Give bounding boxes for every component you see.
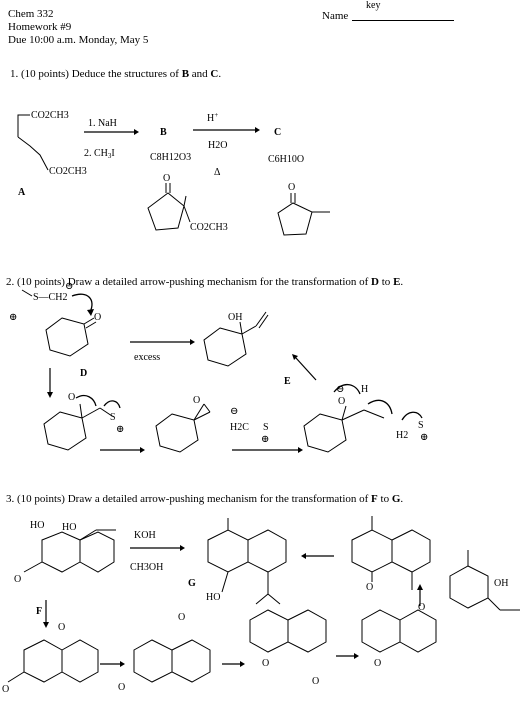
q2-scheme: S—CH2 ⊕ ⊖ O excess OH D O S ⊕ <box>9 281 428 453</box>
b-ester-label: CO2CH3 <box>190 222 228 233</box>
compound-a-structure: CO2CH3 CO2CH3 A <box>17 110 87 198</box>
ylide-label: S—CH2 <box>33 292 67 303</box>
beta-h: H <box>361 384 368 395</box>
name-field-line[interactable] <box>352 20 454 21</box>
q1-prompt: 1. (10 points) Deduce the structures of … <box>10 68 222 80</box>
c-ketone-o: O <box>288 182 295 193</box>
formula-c: C6H10O <box>268 154 304 165</box>
int-ketone-o-1: O <box>366 582 373 593</box>
ylide-h2c: H2C <box>230 422 249 433</box>
label-e: E <box>284 376 291 387</box>
bottom-ketone-o-1: O <box>2 684 9 695</box>
ch2-label: H2 <box>396 430 408 441</box>
reagent-koh: KOH <box>134 530 156 541</box>
reagent-ch3i: 2. CH3I <box>84 148 115 160</box>
key-annotation: key <box>366 0 381 11</box>
sulfonium-plus-1: ⊕ <box>116 424 124 435</box>
label-c: C <box>274 127 281 138</box>
sulfonium-s-3: S <box>418 420 424 431</box>
reagent-acid: H+ <box>207 111 218 124</box>
bottom-ketone-o-3: O <box>262 658 269 669</box>
ylide-plus-2: ⊕ <box>261 434 269 445</box>
label-f: F <box>36 606 42 617</box>
b-ketone-o: O <box>163 173 170 184</box>
bottom-o-4: O <box>418 602 425 613</box>
bottom-ketone-o-2: O <box>118 682 125 693</box>
bottom-o-1: O <box>58 622 65 633</box>
g-oh-label: HO <box>206 592 220 603</box>
course-title: Chem 332 <box>8 8 54 20</box>
hydroxide-label: HO <box>30 520 44 531</box>
int-oh-label: OH <box>494 578 508 589</box>
q2-prompt: 2. (10 points) Draw a detailed arrow-pus… <box>6 276 404 288</box>
ester-top-label: CO2CH3 <box>31 110 69 121</box>
name-label: Name <box>322 10 349 22</box>
alkoxide-o-2: O <box>338 396 345 407</box>
e-oh-label: OH <box>228 312 242 323</box>
alkoxide-minus-2: ⊖ <box>336 384 344 395</box>
formula-b: C8H12O3 <box>150 152 191 163</box>
ylide-s-plus: ⊕ <box>9 312 17 323</box>
reagent-nah: 1. NaH <box>88 118 117 129</box>
label-a: A <box>18 187 26 198</box>
d-ketone-o: O <box>94 312 101 323</box>
heat-symbol: Δ <box>214 167 221 178</box>
epoxide-o: O <box>193 395 200 406</box>
q3-prompt: 3. (10 points) Draw a detailed arrow-pus… <box>6 493 404 505</box>
bottom-o-3: O <box>312 676 319 687</box>
label-g: G <box>188 578 196 589</box>
reagent-water: H2O <box>208 140 227 151</box>
alkoxide-o-1: O <box>68 392 75 403</box>
ylide-c-minus: ⊖ <box>65 281 73 292</box>
sulfonium-plus-3: ⊕ <box>420 432 428 443</box>
q3-scheme: HO HO O KOH CH3OH G HO O <box>2 516 520 695</box>
label-d: D <box>80 368 87 379</box>
sulfonium-s-1: S <box>110 412 116 423</box>
excess-label: excess <box>134 352 160 363</box>
ylide-minus-2: ⊖ <box>230 406 238 417</box>
ylide-s-2: S <box>263 422 269 433</box>
bottom-o-2: O <box>178 612 185 623</box>
structure-c-answer: O <box>277 182 330 236</box>
homework-title: Homework #9 <box>8 21 72 33</box>
reagent-methanol: CH3OH <box>130 562 163 573</box>
ester-bottom-label: CO2CH3 <box>49 166 87 177</box>
structure-b-answer: O CO2CH3 <box>147 173 228 233</box>
f-oh-label: HO <box>62 522 76 533</box>
bottom-ketone-o-4: O <box>374 658 381 669</box>
label-b: B <box>160 127 167 138</box>
due-date: Due 10:00 a.m. Monday, May 5 <box>8 34 149 46</box>
f-ketone-o: O <box>14 574 21 585</box>
